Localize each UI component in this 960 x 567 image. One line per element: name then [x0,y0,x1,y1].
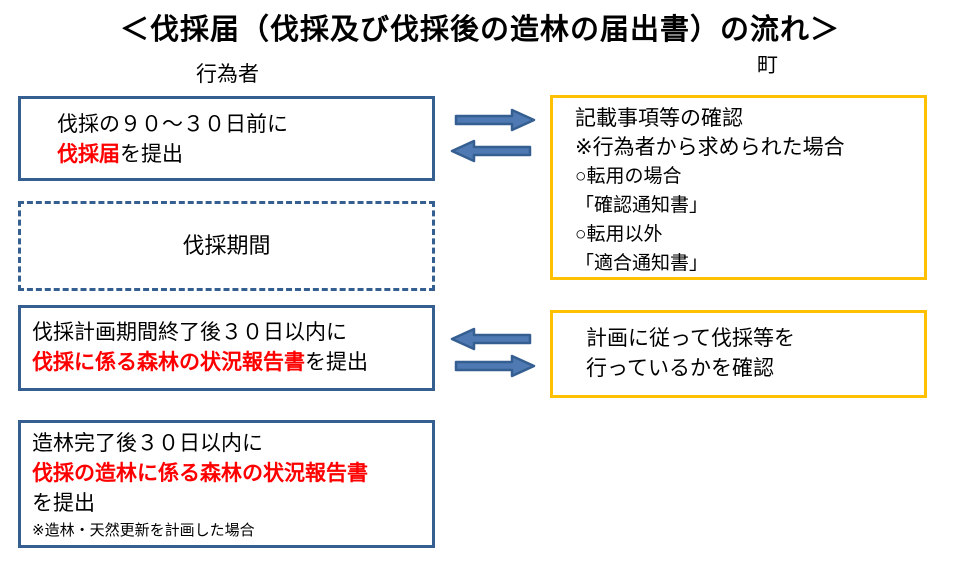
box-line: を提出 [32,492,95,515]
box-line: ※行為者から求められた場合 [575,136,845,159]
box-line: 計画に従って伐採等を [586,327,795,350]
highlighted-document-name: 伐採届 [57,143,120,166]
submit-reforestation-status-report-box: 造林完了後３０日以内に 伐採の造林に係る森林の状況報告書 を提出 ※造林・天然更… [18,420,435,548]
box-line: 「確認通知書」 [575,195,709,216]
footnote: ※造林・天然更新を計画した場合 [32,522,255,539]
arrow-left-icon [450,327,532,351]
box-line: 伐採計画期間終了後３０日以内に [32,321,347,344]
page-title: ＜伐採届（伐採及び伐採後の造林の届出書）の流れ＞ [119,14,840,46]
actor-column-header: 行為者 [196,63,259,86]
box-line: ○転用の場合 [575,166,682,187]
box-line: 伐採の９０～３０日前に [57,113,288,136]
box-line: 伐採届を提出 [57,143,183,166]
felling-period-label: 伐採期間 [182,233,271,258]
highlighted-document-name: 伐採に係る森林の状況報告書 [32,351,305,374]
submit-felling-notification-box: 伐採の９０～３０日前に 伐採届を提出 [18,96,435,181]
box-line: 記載事項等の確認 [575,107,743,130]
box-line: 「適合通知書」 [575,253,709,274]
plan-compliance-check-box: 計画に従って伐採等を 行っているかを確認 [550,310,927,398]
submit-felling-status-report-box: 伐採計画期間終了後３０日以内に 伐採に係る森林の状況報告書を提出 [18,305,435,391]
box-line: 伐採に係る森林の状況報告書を提出 [32,351,368,374]
box-line: ○転用以外 [575,224,663,245]
felling-period-box: 伐採期間 [18,201,435,291]
arrow-right-icon [454,108,536,132]
arrow-right-icon [454,354,536,378]
box-line: 伐採の造林に係る森林の状況報告書 [32,459,432,489]
town-column-header: 町 [757,54,778,77]
arrow-left-icon [450,139,532,163]
box-line: 造林完了後３０日以内に [32,432,263,455]
confirmation-of-entries-box: 記載事項等の確認 ※行為者から求められた場合 ○転用の場合 「確認通知書」 ○転… [550,95,927,280]
box-line: 行っているかを確認 [586,357,774,380]
highlighted-document-name: 伐採の造林に係る森林の状況報告書 [32,462,368,485]
